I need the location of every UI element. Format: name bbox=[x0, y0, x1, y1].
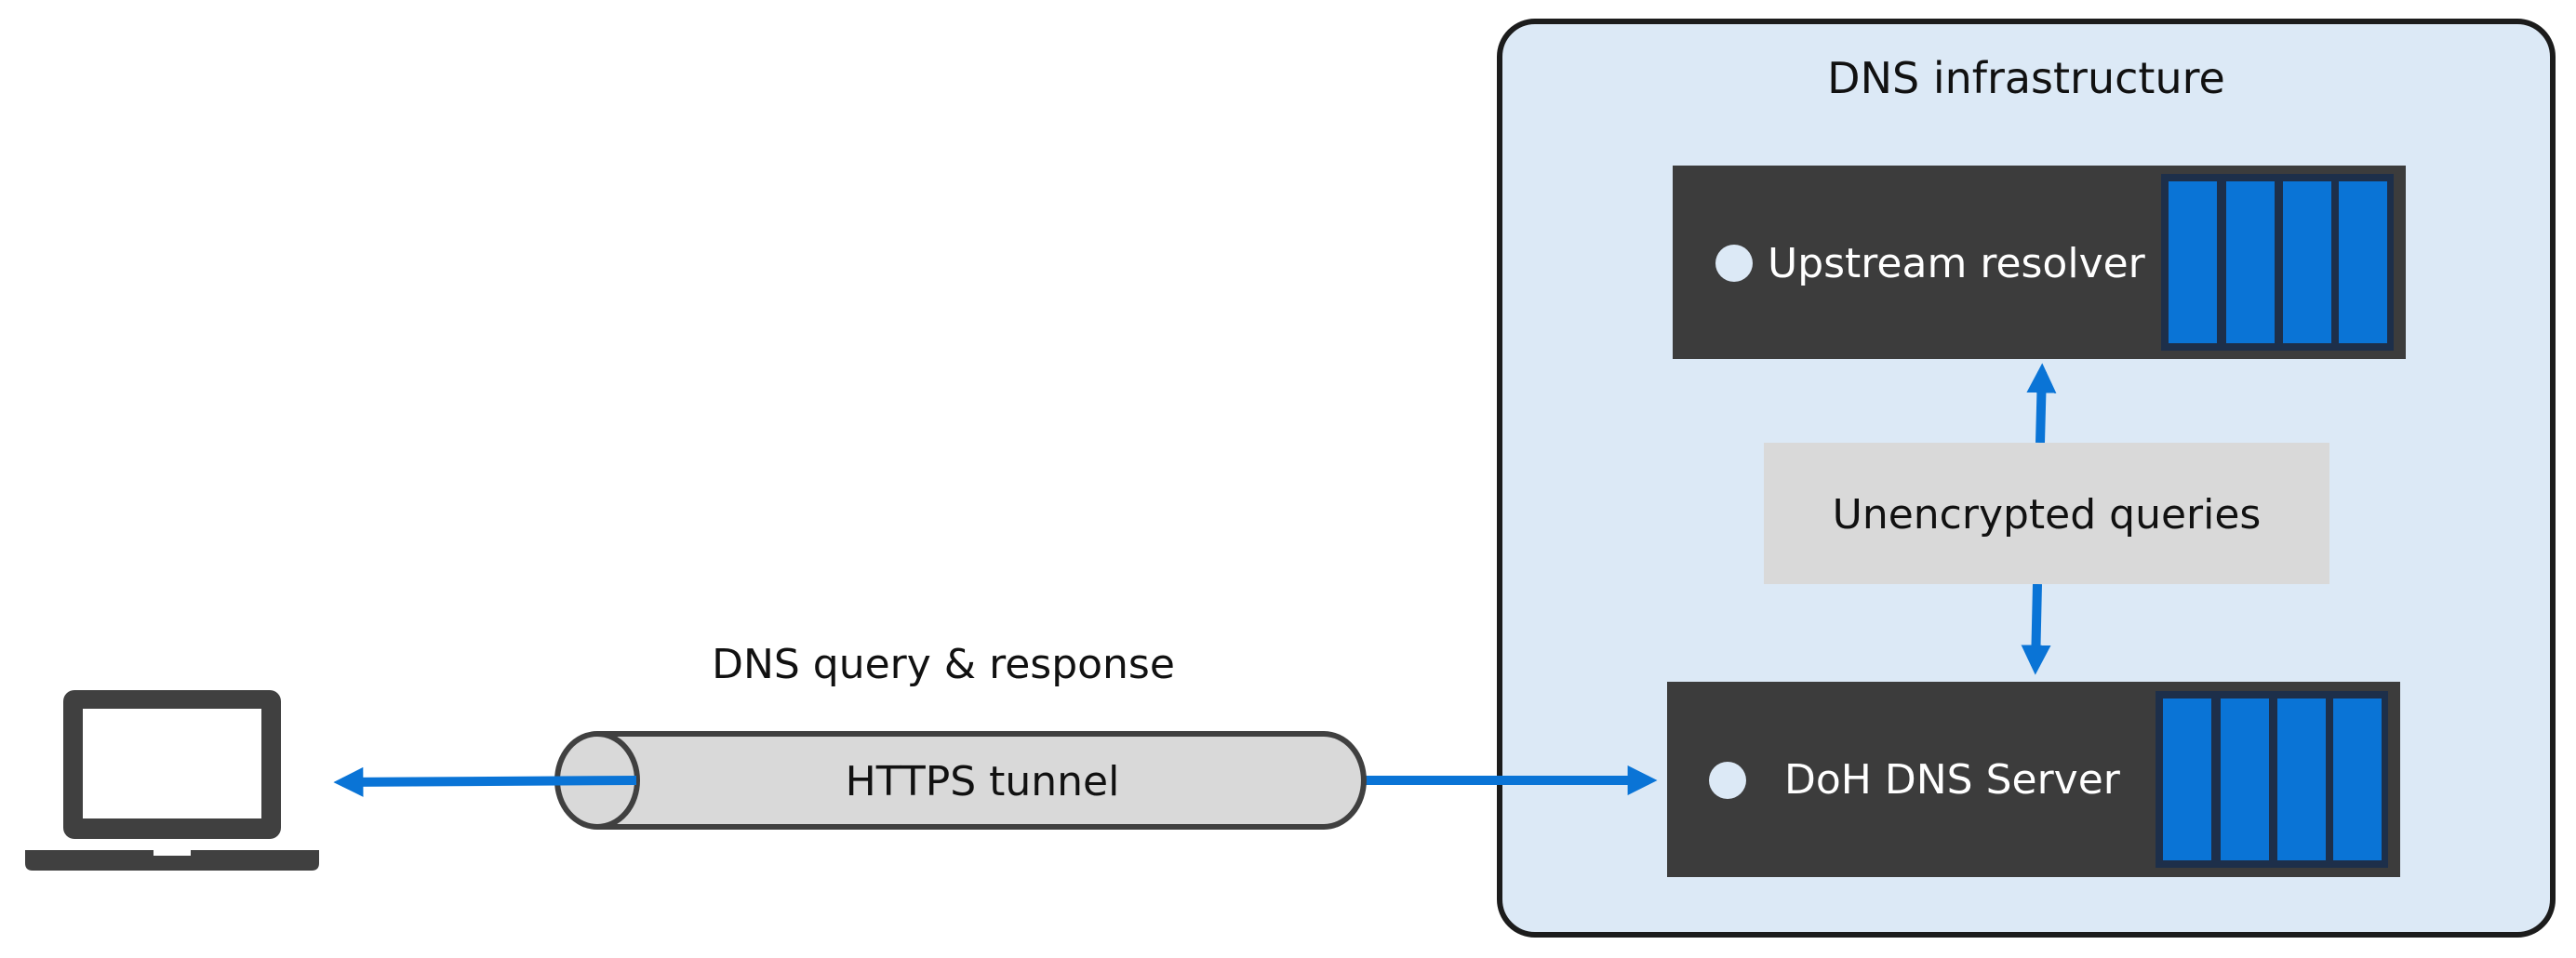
arrow-tunnel-to-client bbox=[333, 766, 637, 797]
laptop-screen bbox=[83, 709, 261, 818]
upstream-resolver-server: Upstream resolver bbox=[1673, 166, 2406, 359]
https-tunnel-label: HTTPS tunnel bbox=[846, 758, 1120, 805]
upstream-resolver-label: Upstream resolver bbox=[1768, 240, 2146, 287]
upstream-resolver-indicator-icon bbox=[1715, 245, 1753, 282]
doh-server-bay-2 bbox=[2221, 699, 2269, 860]
laptop-trackpad-notch bbox=[153, 850, 191, 856]
unencrypted-queries-box: Unencrypted queries bbox=[1764, 443, 2329, 584]
doh-server-bay-1 bbox=[2163, 699, 2211, 860]
upstream-resolver-bay-2 bbox=[2226, 181, 2275, 343]
upstream-resolver-bay-4 bbox=[2339, 181, 2387, 343]
laptop-icon bbox=[25, 690, 319, 871]
doh-server-label: DoH DNS Server bbox=[1784, 756, 2121, 804]
arrow-to-upstream-resolver bbox=[2026, 363, 2057, 444]
laptop-base bbox=[25, 850, 319, 871]
doh-server-bay-3 bbox=[2277, 699, 2326, 860]
https-tunnel: HTTPS tunnel bbox=[554, 731, 1367, 830]
doh-server-bay-4 bbox=[2333, 699, 2382, 860]
doh-dns-server: DoH DNS Server bbox=[1667, 682, 2400, 877]
doh-server-indicator-icon bbox=[1709, 762, 1746, 799]
unencrypted-queries-background bbox=[1764, 443, 2329, 584]
tunnel-caption: DNS query & response bbox=[712, 641, 1175, 688]
upstream-resolver-bay-1 bbox=[2169, 181, 2217, 343]
dns-infrastructure-title: DNS infrastructure bbox=[1827, 53, 2225, 103]
arrow-to-doh-server bbox=[2021, 583, 2051, 675]
unencrypted-queries-label: Unencrypted queries bbox=[1833, 491, 2262, 539]
upstream-resolver-bay-3 bbox=[2283, 181, 2331, 343]
https-tunnel-body bbox=[597, 731, 1367, 830]
